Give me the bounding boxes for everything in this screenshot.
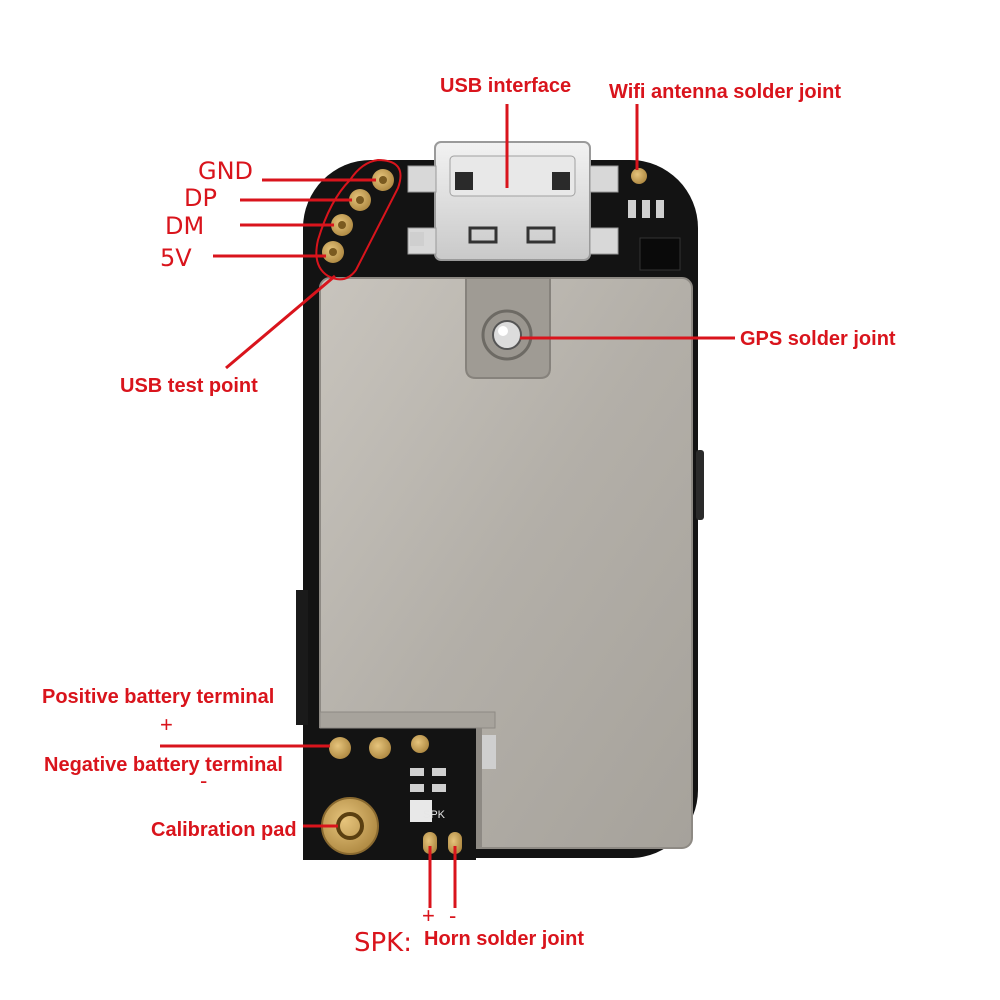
- smd-component: [432, 784, 446, 792]
- pad-battery-negative: [411, 735, 429, 753]
- usb-hole-right: [552, 172, 570, 190]
- label-gnd: GND: [198, 157, 254, 185]
- label-5v: 5V: [160, 244, 192, 272]
- label-horn-solder-joint: Horn solder joint: [424, 928, 584, 950]
- spk-pad-plus: [423, 832, 437, 854]
- label-dp: DP: [184, 184, 217, 212]
- spk-board-marking: SPK: [423, 809, 446, 821]
- smd-component: [410, 232, 424, 246]
- usb-tab-left: [407, 165, 437, 193]
- side-component: [296, 590, 308, 725]
- label-gps-solder-joint: GPS solder joint: [740, 328, 896, 350]
- usb-tab-right-lower: [589, 227, 619, 255]
- smd-component: [410, 784, 424, 792]
- usb-hole-left: [455, 172, 473, 190]
- leader-lines: [160, 104, 735, 908]
- pad-battery-positive-b: [369, 737, 391, 759]
- smd-component: [642, 200, 650, 218]
- label-usb-interface: USB interface: [440, 75, 572, 97]
- side-bump: [696, 450, 704, 520]
- smd-component: [482, 735, 496, 769]
- usb-mark-left: [468, 226, 498, 244]
- shield-cutout-edge: [476, 728, 482, 848]
- leader-test-point: [225, 274, 336, 370]
- usb-port-slot: [449, 155, 576, 197]
- pad-battery-positive-a: [329, 737, 351, 759]
- smd-chip: [639, 237, 681, 271]
- label-usb-test-point: USB test point: [120, 375, 258, 397]
- gps-joint: [492, 320, 522, 350]
- label-spk-plus: +: [422, 903, 435, 928]
- smd-component: [432, 768, 446, 776]
- wifi-pad: [631, 168, 647, 184]
- label-positive-battery: Positive battery terminal: [42, 686, 275, 708]
- spk-pad-minus: [448, 832, 462, 854]
- smd-component: [656, 200, 664, 218]
- usb-tab-right: [589, 165, 619, 193]
- smd-component: [628, 200, 636, 218]
- usb-mark-right: [526, 226, 556, 244]
- label-calibration-pad: Calibration pad: [151, 819, 297, 841]
- shield-ledge: [319, 711, 496, 729]
- label-plus-sign: +: [160, 712, 173, 737]
- smd-component: [410, 800, 432, 822]
- label-negative-battery: Negative battery terminal: [44, 754, 283, 776]
- label-dm: DM: [165, 212, 205, 240]
- label-wifi-antenna: Wifi antenna solder joint: [609, 81, 842, 103]
- label-spk-minus: -: [449, 903, 457, 928]
- smd-component: [410, 768, 424, 776]
- label-minus-sign: -: [200, 768, 208, 793]
- label-spk-prefix: SPK:: [354, 928, 412, 958]
